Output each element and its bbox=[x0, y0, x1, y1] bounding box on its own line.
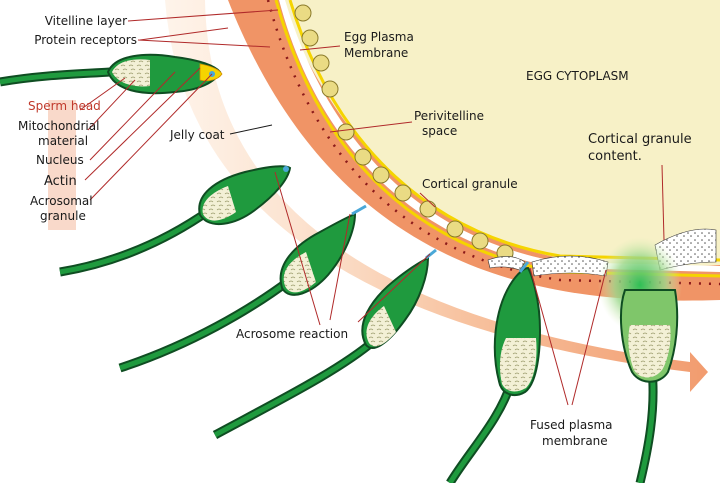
label-nucleus: Nucleus bbox=[36, 153, 84, 167]
label-cortical-content-1: Cortical granule bbox=[588, 132, 692, 147]
cortical-granule-9 bbox=[419, 200, 437, 218]
label-acrosome-reaction: Acrosome reaction bbox=[236, 327, 348, 341]
cortical-granule-4 bbox=[321, 80, 339, 98]
label-perivitelline-2: space bbox=[422, 124, 457, 138]
cortical-granule-6 bbox=[354, 148, 372, 166]
label-egg-plasma-membrane-1: Egg Plasma bbox=[344, 30, 414, 44]
label-cortical-granule: Cortical granule bbox=[422, 177, 518, 191]
label-mitochondrial-2: material bbox=[38, 134, 88, 148]
sperm-4 bbox=[212, 248, 437, 439]
jelly-coat-pointer bbox=[229, 124, 273, 135]
sperm-2 bbox=[59, 165, 292, 277]
cortical-granule-5 bbox=[337, 123, 355, 141]
cortical-granules bbox=[294, 4, 514, 262]
sperm-3 bbox=[118, 204, 367, 373]
cortical-granule-2 bbox=[301, 29, 319, 47]
cortical-granule-7 bbox=[372, 166, 390, 184]
label-acrosomal-1: Acrosomal bbox=[30, 194, 93, 208]
label-fused-2: membrane bbox=[542, 434, 608, 448]
direction-arrow bbox=[165, 0, 708, 392]
leader-lines bbox=[79, 9, 665, 406]
sperm-head-highlight bbox=[48, 100, 76, 230]
labels: Vitelline layer Protein receptors Egg Pl… bbox=[18, 14, 692, 448]
sperm-1 bbox=[0, 53, 223, 95]
sperm-5 bbox=[446, 261, 542, 483]
cortical-granule-11 bbox=[471, 232, 489, 250]
cortical-granule-10 bbox=[446, 220, 464, 238]
label-vitelline-layer: Vitelline layer bbox=[45, 14, 127, 28]
label-egg-cytoplasm: EGG CYTOPLASM bbox=[526, 69, 629, 83]
label-perivitelline-1: Perivitelline bbox=[414, 109, 484, 123]
sperm-6 bbox=[619, 289, 679, 483]
label-acrosomal-2: granule bbox=[40, 209, 86, 223]
label-protein-receptors: Protein receptors bbox=[34, 33, 137, 47]
cortical-granule-1 bbox=[294, 4, 312, 22]
label-sperm-head: Sperm head bbox=[28, 99, 101, 113]
label-mitochondrial-1: Mitochondrial bbox=[18, 119, 99, 133]
label-cortical-content-2: content. bbox=[588, 149, 642, 164]
label-actin: Actin bbox=[44, 174, 77, 189]
label-egg-plasma-membrane-2: Membrane bbox=[344, 46, 408, 60]
label-jelly-coat: Jelly coat bbox=[169, 128, 225, 142]
label-fused-1: Fused plasma bbox=[530, 418, 613, 432]
cortical-granule-8 bbox=[394, 184, 412, 202]
cortical-granule-3 bbox=[312, 54, 330, 72]
